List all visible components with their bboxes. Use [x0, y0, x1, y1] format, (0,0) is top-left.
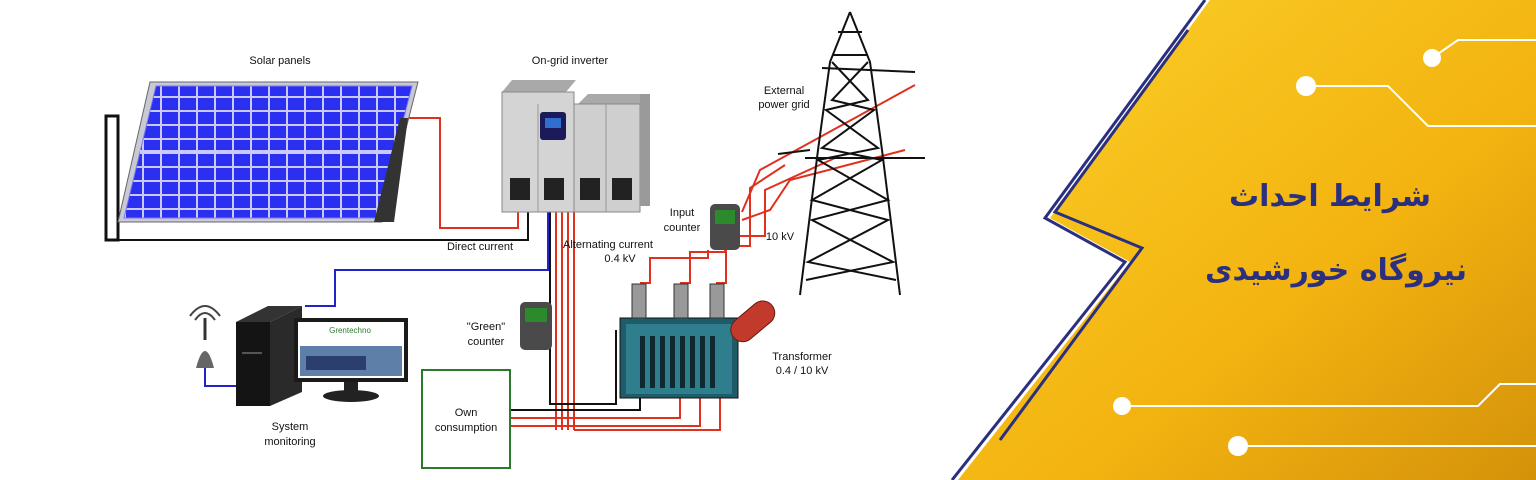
power-tower	[777, 11, 925, 296]
circuit-dot	[1113, 397, 1131, 415]
transformer: Transformer 0.4 / 10 kV	[619, 283, 832, 399]
label-transformer-1: Transformer	[772, 351, 832, 363]
label-system-monitoring-2: monitoring	[264, 436, 315, 448]
label-own-consumption-1: Own	[455, 407, 478, 419]
label-solar-panels: Solar panels	[249, 55, 311, 67]
solar-panels: Solar panels	[104, 55, 419, 242]
circuit-dot	[1423, 49, 1441, 67]
circuit-dot	[1228, 436, 1248, 456]
system-monitoring: Grentechno System monitoring	[189, 305, 408, 448]
monitor-brand: Grentechno	[329, 326, 371, 335]
own-consumption-box: Own consumption	[421, 369, 511, 469]
label-inverter: On-grid inverter	[532, 55, 609, 67]
yellow-banner: شرایط احداث نیروگاه خورشیدی	[950, 0, 1536, 480]
circuit-decoration	[1122, 39, 1536, 447]
label-10kv: 10 kV	[766, 231, 795, 243]
label-input-counter-1: Input	[670, 207, 694, 219]
label-direct-current: Direct current	[447, 241, 513, 253]
antenna-icon	[189, 305, 221, 368]
label-green-counter-1: "Green"	[467, 321, 505, 333]
label-transformer-2: 0.4 / 10 kV	[776, 365, 829, 377]
on-grid-inverter: On-grid inverter	[501, 55, 650, 213]
label-external-grid-1: External	[764, 85, 804, 97]
label-system-monitoring-1: System	[272, 421, 309, 433]
label-external-grid-2: power grid	[758, 99, 809, 111]
label-input-counter-2: counter	[664, 222, 701, 234]
banner-title-line2: نیروگاه خورشیدی	[1205, 252, 1467, 288]
label-alternating-current-1: Alternating current	[563, 239, 653, 251]
label-own-consumption-2: consumption	[435, 422, 497, 434]
circuit-dot	[1296, 76, 1316, 96]
label-green-counter-2: counter	[468, 336, 505, 348]
green-counter: "Green" counter	[467, 302, 552, 350]
banner-title-line1: شرایط احداث	[1229, 179, 1431, 214]
label-alternating-current-2: 0.4 kV	[604, 253, 636, 265]
input-counter: Input counter	[664, 204, 740, 250]
